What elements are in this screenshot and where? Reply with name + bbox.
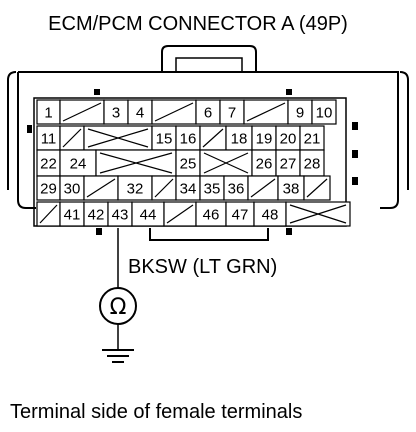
terminal-label: 21	[304, 131, 321, 148]
terminal-label: 38	[283, 181, 300, 198]
terminal-41	[59, 201, 85, 227]
blank-slash-mark	[250, 178, 276, 198]
terminal-label: 11	[41, 131, 57, 148]
ohmmeter-icon: Ω	[99, 287, 137, 325]
blank-cross-mark	[203, 152, 249, 174]
terminal-label: 35	[204, 181, 221, 198]
terminal-label: 20	[280, 131, 297, 148]
terminal-label: 6	[204, 105, 212, 122]
terminal-label: 42	[88, 207, 105, 224]
diagram-caption: Terminal side of female terminals	[10, 401, 302, 423]
blank-slash-mark	[154, 102, 194, 122]
terminal-6	[195, 99, 221, 125]
blank-cross-mark	[87, 128, 149, 148]
terminal-16	[175, 125, 201, 151]
terminal-label: 44	[140, 207, 157, 224]
terminal-label: 22	[40, 156, 57, 173]
terminal-label: 25	[180, 156, 197, 173]
diagram-title: ECM/PCM CONNECTOR A (49P)	[48, 13, 348, 35]
terminal-label: 28	[304, 156, 321, 173]
terminal-36	[223, 175, 249, 201]
blank-slash-mark	[39, 204, 58, 224]
terminal-label: 48	[262, 207, 279, 224]
terminal-label: 24	[70, 156, 87, 173]
blank-slash-mark	[62, 102, 102, 122]
terminal-48	[253, 201, 287, 227]
blank-cross-mark	[289, 204, 347, 224]
blank-slash-mark	[246, 102, 286, 122]
terminal-label: 18	[231, 131, 248, 148]
terminal-label: 27	[280, 156, 297, 173]
terminal-label: 43	[112, 207, 129, 224]
terminal-35	[199, 175, 225, 201]
ohm-symbol: Ω	[110, 295, 127, 320]
terminal-label: 26	[256, 156, 273, 173]
terminal-label: 9	[296, 105, 304, 122]
blank-slash-mark	[154, 178, 174, 198]
terminal-label: 34	[180, 181, 197, 198]
terminal-21	[299, 125, 325, 151]
terminal-label: 15	[156, 131, 173, 148]
terminal-43	[107, 201, 133, 227]
terminal-blank	[285, 201, 351, 227]
terminal-label: 3	[112, 105, 120, 122]
terminal-label: 46	[203, 207, 220, 224]
blank-slash-mark	[62, 128, 82, 148]
blank-slash-mark	[306, 178, 328, 198]
terminal-25	[175, 149, 201, 177]
terminal-26	[251, 149, 277, 177]
terminal-20	[275, 125, 301, 151]
terminal-label: 30	[64, 181, 81, 198]
blank-slash-mark	[202, 128, 224, 148]
terminal-label: 7	[228, 105, 236, 122]
terminal-label: 41	[64, 207, 81, 224]
terminal-label: 10	[316, 105, 333, 122]
wire-label: BKSW (LT GRN)	[128, 256, 277, 278]
terminal-46	[195, 201, 227, 227]
terminal-label: 47	[232, 207, 249, 224]
terminal-label: 1	[44, 105, 52, 122]
terminal-label: 32	[127, 181, 144, 198]
terminal-10	[311, 99, 337, 125]
housing-keys	[27, 89, 358, 235]
terminal-label: 19	[256, 131, 273, 148]
terminal-label: 4	[136, 105, 144, 122]
blank-slash-mark	[166, 204, 194, 224]
blank-cross-mark	[99, 152, 173, 174]
terminal-15	[151, 125, 177, 151]
terminal-label: 29	[40, 181, 57, 198]
terminal-label: 16	[180, 131, 197, 148]
connector-housing	[7, 45, 409, 241]
blank-slash-mark	[86, 178, 116, 198]
ground-icon	[102, 349, 134, 363]
terminal-9	[287, 99, 313, 125]
terminal-label: 36	[228, 181, 245, 198]
